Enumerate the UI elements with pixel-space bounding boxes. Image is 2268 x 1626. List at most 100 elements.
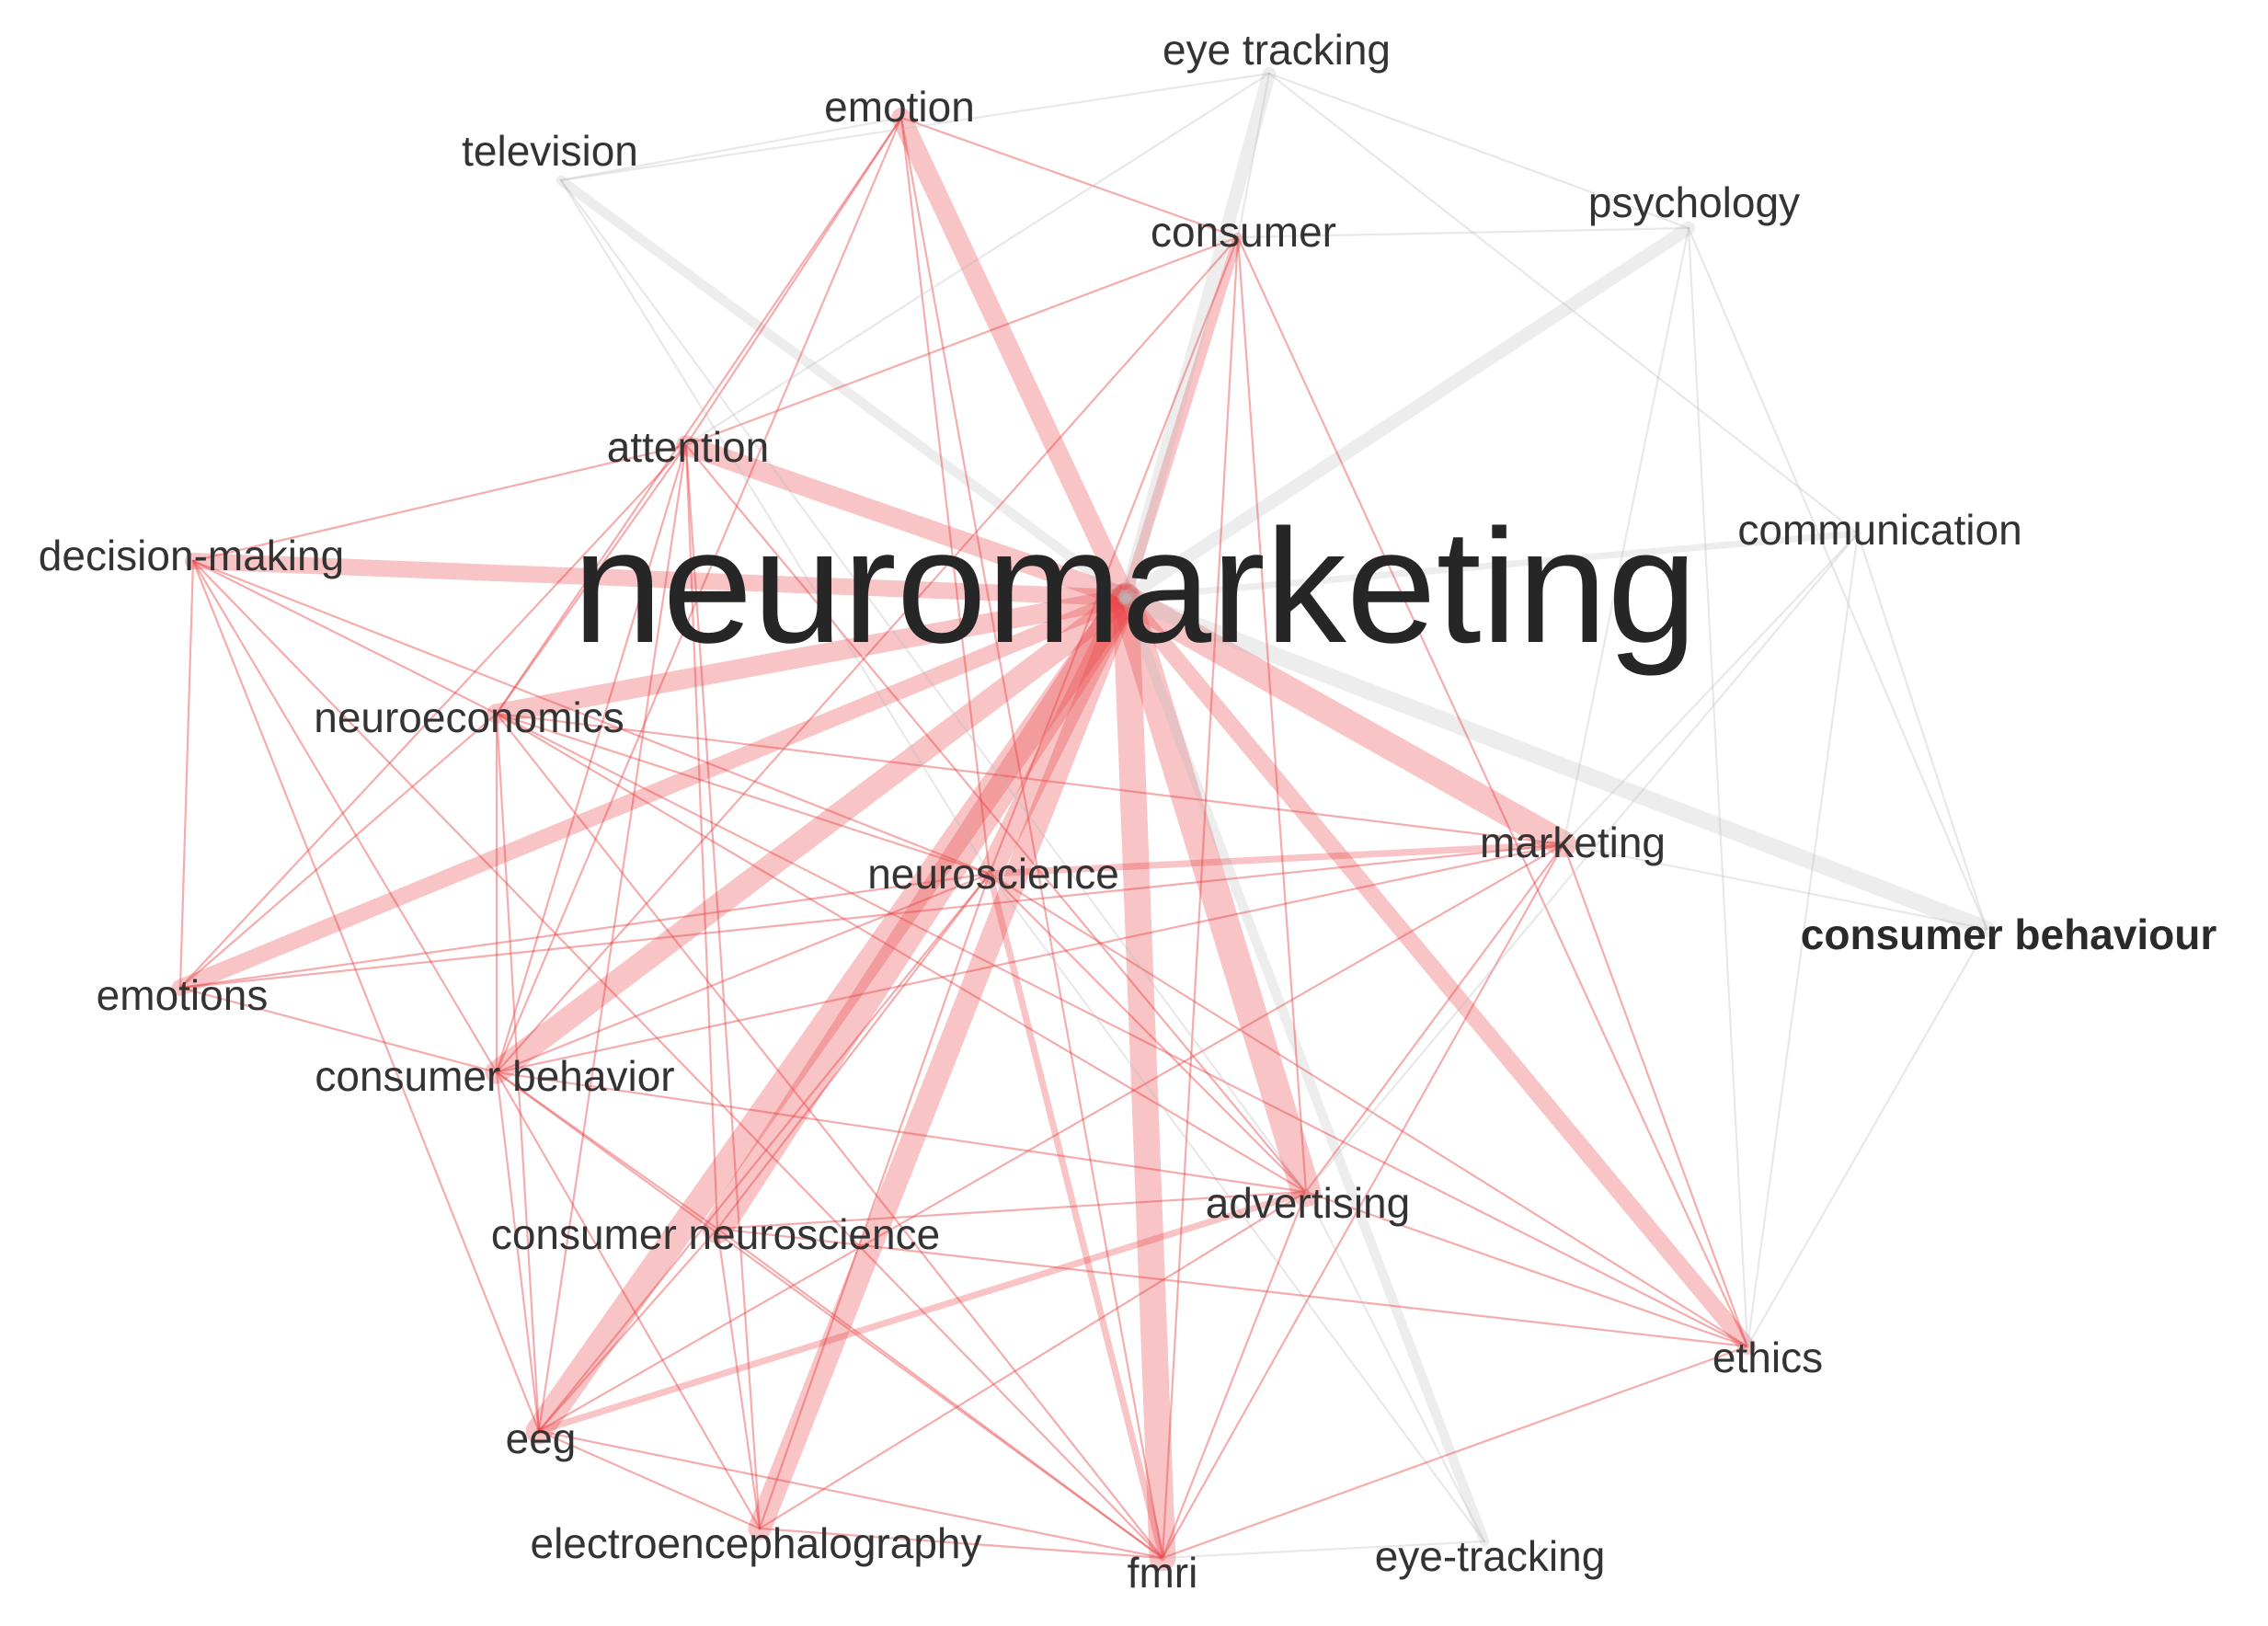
edge-emotion-neuroscience xyxy=(899,116,991,876)
edge-neuroscience-eye-tracking-2 xyxy=(988,872,1486,1543)
edge-consumer-neuroscience-advertising xyxy=(716,1190,1308,1231)
node-label-eye-tracking-hyphen[interactable]: eye-tracking xyxy=(1375,1532,1606,1580)
edge-marketing-eeg xyxy=(537,842,1565,1433)
edge-marketing-fmri xyxy=(1161,842,1565,1560)
edge-communication-ethics xyxy=(1746,532,1860,1348)
edge-neuroeconomics-advertising xyxy=(495,712,1308,1194)
edge-emotion-neuroeconomics xyxy=(495,116,903,716)
edge-fmri-ethics xyxy=(1161,1345,1749,1560)
edge-neuromarketing-neuroscience xyxy=(978,586,1138,886)
edge-consumer-advertising xyxy=(1236,235,1308,1194)
edge-neuromarketing-eye-tracking-2 xyxy=(1120,592,1490,1547)
edge-marketing-communication xyxy=(1562,532,1860,846)
edge-consumer-consumer-behavior xyxy=(495,235,1240,1074)
edge-neuromarketing-decision-making xyxy=(185,553,1134,606)
node-label-advertising[interactable]: advertising xyxy=(1206,1179,1410,1227)
edge-neuroscience-emotions xyxy=(178,872,991,990)
edge-eye-tracking-television xyxy=(559,72,1271,182)
edge-emotions-consumer-behavior xyxy=(178,986,498,1074)
edge-emotion-fmri xyxy=(899,116,1164,1560)
node-label-television[interactable]: television xyxy=(462,127,638,175)
node-label-eye-tracking[interactable]: eye tracking xyxy=(1163,26,1391,74)
edge-neuromarketing-attention xyxy=(676,435,1136,608)
edge-attention-decision-making xyxy=(191,443,688,563)
edge-neuroscience-ethics xyxy=(988,872,1749,1348)
node-label-emotion[interactable]: emotion xyxy=(824,83,975,131)
edge-emotion-television xyxy=(559,116,903,182)
edge-neuromarketing-emotions xyxy=(172,590,1134,996)
edge-decision-making-neuroeconomics xyxy=(191,559,498,716)
edge-neuromarketing-electroencephalography xyxy=(748,586,1138,1540)
edge-decision-making-eeg xyxy=(191,559,541,1433)
node-label-fmri[interactable]: fmri xyxy=(1128,1549,1198,1597)
edge-decision-making-fmri xyxy=(191,559,1164,1560)
edge-advertising-ethics xyxy=(1304,1190,1749,1348)
node-label-neuromarketing[interactable]: neuromarketing xyxy=(573,497,1698,677)
node-label-emotions[interactable]: emotions xyxy=(97,971,269,1019)
edge-consumer-behavior-consumer-neuroscience xyxy=(495,1071,719,1231)
edge-neuromarketing-consumer-behavior xyxy=(485,586,1138,1084)
node-label-ethics[interactable]: ethics xyxy=(1712,1334,1823,1381)
edge-consumer-behavior-eeg xyxy=(495,1071,541,1433)
edge-neuroeconomics-marketing xyxy=(495,712,1565,846)
edge-eye-tracking-2-advertising xyxy=(1304,1190,1486,1543)
edge-attention-emotions xyxy=(178,443,688,990)
edge-layer xyxy=(172,66,1995,1572)
edge-communication-advertising xyxy=(1304,532,1860,1194)
edge-emotion-attention xyxy=(684,116,903,447)
edge-emotion-consumer xyxy=(899,116,1240,239)
edge-neuroeconomics-emotions xyxy=(178,712,498,990)
edge-electroencephalography-fmri xyxy=(758,1527,1164,1560)
edge-decision-making-consumer-behavior xyxy=(191,559,498,1074)
edge-neuromarketing-neuroeconomics xyxy=(487,588,1136,724)
edge-advertising-fmri xyxy=(1161,1190,1308,1560)
edge-neuromarketing-advertising xyxy=(1110,582,1322,1208)
edge-neuromarketing-emotion xyxy=(891,108,1136,608)
edge-marketing-consumer-behavior xyxy=(495,842,1565,1074)
edge-neuromarketing-psychology xyxy=(1118,221,1696,605)
edge-consumer-behavior-fmri xyxy=(495,1071,1164,1560)
node-label-attention[interactable]: attention xyxy=(607,423,769,471)
node-label-electroencephalography[interactable]: electroencephalography xyxy=(530,1519,981,1567)
edge-psychology-consumer-behaviour xyxy=(1687,226,1988,931)
edge-neuroscience-fmri xyxy=(986,870,1166,1562)
node-label-communication[interactable]: communication xyxy=(1737,506,2022,554)
edge-neuromarketing-consumer xyxy=(1120,232,1243,603)
edge-marketing-ethics xyxy=(1562,842,1749,1348)
edge-neuromarketing-consumer-behaviour xyxy=(1117,590,1995,937)
edge-neuromarketing-marketing xyxy=(1112,584,1577,858)
label-layer: eye tracking emotion television consumer… xyxy=(39,26,2217,1597)
edge-emotion-consumer-behavior xyxy=(495,116,903,1074)
edge-decision-making-neuroscience xyxy=(191,559,991,876)
edge-neuroscience-marketing xyxy=(986,841,1567,877)
edge-consumer-eye-tracking xyxy=(1236,72,1271,239)
edge-attention-advertising xyxy=(684,443,1308,1194)
edge-advertising-eeg xyxy=(535,1188,1310,1435)
edge-consumer-attention xyxy=(684,235,1240,447)
edge-attention-consumer-behavior xyxy=(495,443,688,1074)
node-label-neuroeconomics[interactable]: neuroeconomics xyxy=(314,693,624,741)
edge-neuromarketing-fmri xyxy=(1112,584,1176,1572)
node-label-neuroscience[interactable]: neuroscience xyxy=(867,850,1119,898)
edge-eeg-electroencephalography xyxy=(537,1429,762,1530)
node-label-psychology[interactable]: psychology xyxy=(1588,178,1800,226)
edge-neuromarketing-television xyxy=(556,175,1131,603)
edge-attention-neuroeconomics xyxy=(495,443,688,716)
edge-fmri-eye-tracking-2 xyxy=(1161,1540,1486,1560)
edge-neuroeconomics-ethics xyxy=(495,712,1749,1348)
node-label-marketing[interactable]: marketing xyxy=(1480,819,1666,866)
edge-neuromarketing-ethics xyxy=(1117,590,1756,1355)
edge-neuromarketing-eye-tracking xyxy=(1118,66,1277,605)
edge-neuroscience-eeg xyxy=(537,872,991,1433)
node-label-consumer-neuroscience[interactable]: consumer neuroscience xyxy=(491,1210,940,1258)
node-label-consumer-behaviour[interactable]: consumer behaviour xyxy=(1801,910,2217,958)
node-label-eeg[interactable]: eeg xyxy=(506,1414,577,1462)
edge-marketing-psychology xyxy=(1562,226,1690,846)
node-label-consumer-behavior[interactable]: consumer behavior xyxy=(315,1052,674,1100)
edge-psychology-ethics xyxy=(1687,226,1749,1348)
node-label-decision-making[interactable]: decision-making xyxy=(39,532,344,579)
edge-marketing-advertising xyxy=(1304,842,1565,1194)
edge-neuromarketing-consumer-neuroscience xyxy=(702,582,1141,1244)
node-label-consumer[interactable]: consumer xyxy=(1151,208,1336,256)
